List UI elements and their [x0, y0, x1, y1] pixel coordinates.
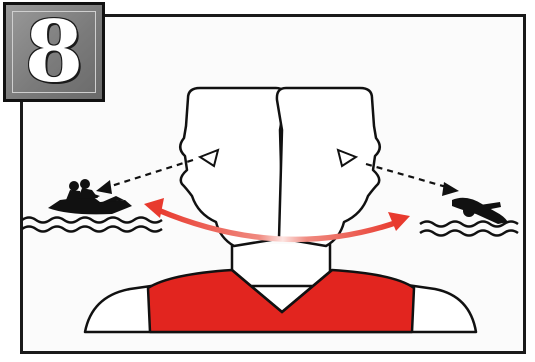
life-vest — [146, 268, 416, 334]
step-number-badge: 8 — [3, 2, 105, 102]
watercraft-riders-icon — [48, 179, 132, 215]
swimmer-icon — [452, 197, 508, 224]
badge-inner-border — [12, 11, 96, 93]
gaze-arrow-right — [365, 162, 459, 196]
gaze-arrow-left — [96, 158, 194, 194]
water-waves-right — [419, 220, 519, 237]
step-number: 8 — [24, 2, 84, 101]
head-turn-arrow — [144, 198, 410, 243]
person-neck — [230, 244, 332, 288]
head-facing-left — [179, 86, 287, 248]
water-waves-left — [21, 216, 163, 233]
head-facing-right — [275, 86, 381, 248]
